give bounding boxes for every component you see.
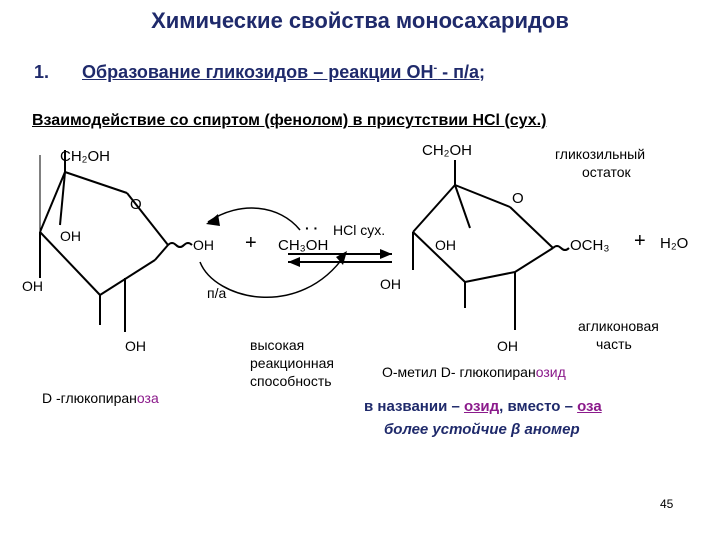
right-oh-inner: OH	[435, 237, 456, 253]
glycosyl-label-2: остаток	[582, 164, 631, 180]
left-oh-c2: OH	[125, 338, 146, 354]
aglycone-label-1: агликоновая	[578, 318, 659, 334]
right-ring-oxygen: O	[512, 190, 524, 207]
reverse-arrowhead	[288, 257, 300, 267]
reactivity-note-2: реакционная	[250, 355, 334, 371]
lone-pair: · ·	[305, 220, 319, 236]
attack-arrow-top	[207, 207, 301, 231]
attack-arrowhead-top	[206, 214, 220, 226]
naming-ozid: озид	[463, 398, 500, 415]
reactivity-note-1: высокая	[250, 337, 305, 353]
plus-reagent: +	[245, 232, 257, 254]
right-name-suffix: озид	[535, 364, 566, 380]
wavy-bond-left	[167, 242, 193, 248]
page-number: 45	[660, 497, 674, 511]
anomer-note: более устойчие β аномер	[384, 421, 580, 438]
left-ch2oh-label: CH₂OH	[60, 148, 110, 165]
right-ch2oh-label: CH₂OH	[422, 142, 472, 159]
left-name-prefix: D -глюкопиран	[42, 390, 137, 406]
reactivity-note-3: способность	[250, 373, 332, 389]
left-ring-oxygen: O	[130, 196, 142, 213]
left-name-suffix: оза	[136, 390, 159, 406]
naming-part1: в названии –	[364, 398, 464, 415]
naming-oza: оза	[577, 398, 602, 415]
och3-label: OCH₃	[570, 237, 610, 254]
right-oh-c3: OH	[380, 276, 401, 292]
page-title: Химические свойства моносахаридов	[151, 8, 569, 33]
left-oh-c3: OH	[22, 278, 43, 294]
pa-label: п/а	[207, 285, 227, 301]
reaction-condition: Взаимодействие со спиртом (фенолом) в пр…	[32, 112, 547, 129]
left-oh-anomeric: OH	[193, 237, 214, 253]
naming-note: в названии – озид, вместо – оза	[364, 398, 602, 415]
forward-arrowhead	[380, 249, 392, 259]
methanol-label: CH₃OH	[278, 237, 329, 254]
aglycone-label-2: часть	[596, 336, 632, 352]
right-oh-c2: OH	[497, 338, 518, 354]
section-number: 1.	[34, 62, 50, 82]
right-ring	[412, 160, 554, 330]
section-heading: Образование гликозидов – реакции ОН- - п…	[82, 62, 485, 83]
attack-arrow-bottom	[199, 254, 346, 299]
catalyst-label: HCl сух.	[333, 222, 386, 238]
left-molecule-name: D -глюкопираноза	[42, 390, 159, 406]
section-heading-sup: -	[433, 62, 438, 74]
section-heading-text: Образование гликозидов – реакции ОН	[82, 62, 434, 82]
water-label: H₂O	[660, 235, 689, 252]
wavy-bond-right	[552, 245, 570, 251]
naming-part2: , вместо –	[499, 398, 578, 415]
glycosyl-label-1: гликозильный	[555, 146, 646, 162]
section-heading-text2: - п/а;	[437, 62, 485, 82]
right-molecule-name: О-метил D- глюкопиранозид	[382, 364, 566, 380]
right-name-prefix: О-метил D- глюкопиран	[382, 364, 536, 380]
left-oh-inner: OH	[60, 228, 81, 244]
attack-arrowhead-bottom	[336, 251, 347, 265]
plus-product: +	[634, 230, 646, 252]
